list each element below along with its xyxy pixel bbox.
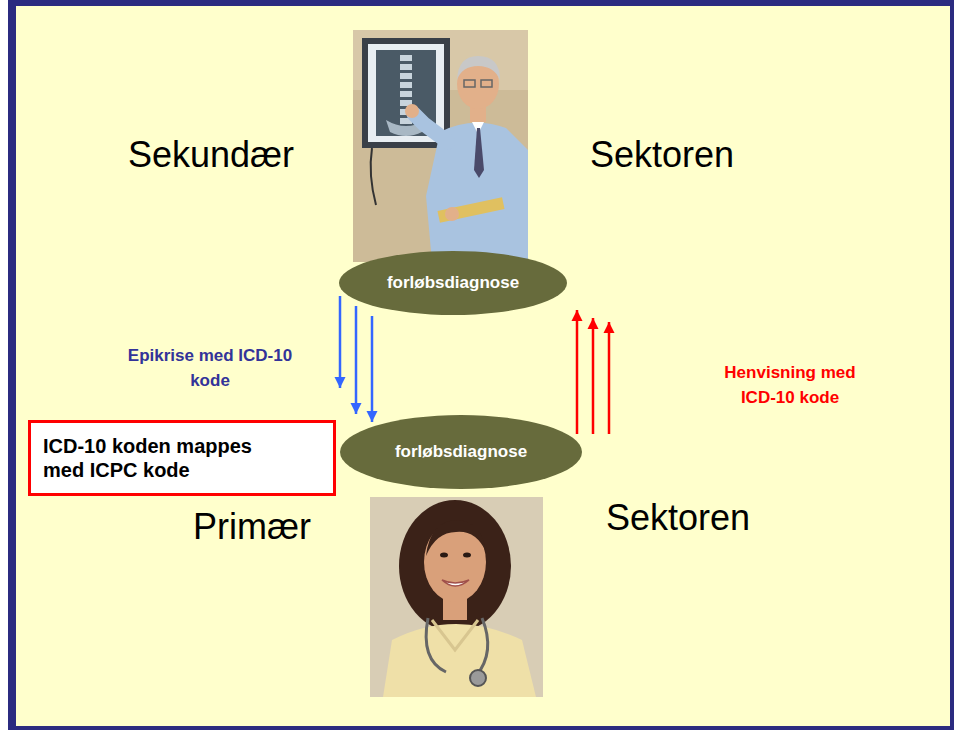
edge-label: Henvisning med ICD-10 kode xyxy=(705,360,875,410)
sector-label: Sektoren xyxy=(590,134,734,175)
doctor-photo xyxy=(353,30,528,262)
flow-arrow xyxy=(371,316,374,422)
node-text: forløbsdiagnose xyxy=(395,442,527,462)
diagnosis-ellipse: forløbsdiagnose xyxy=(339,414,583,490)
flow-arrow xyxy=(339,296,342,388)
slide-ground xyxy=(16,6,950,726)
edge-label: Epikrise med ICD-10 kode xyxy=(125,343,295,393)
node-text: ICD-10 koden mappes med ICPC kode xyxy=(43,434,273,482)
flow-arrow xyxy=(608,322,611,434)
slide-frame xyxy=(8,0,954,730)
sector-label: Primær xyxy=(193,506,311,547)
sector-label: Sekundær xyxy=(128,134,294,175)
nurse-photo xyxy=(370,497,543,697)
ellipse-shape xyxy=(339,251,567,315)
flow-arrow xyxy=(355,306,358,414)
sector-label: Sektoren xyxy=(606,497,750,538)
note-box: ICD-10 koden mappes med ICPC kode xyxy=(28,420,336,496)
ellipse-shape xyxy=(340,415,582,489)
node-text: forløbsdiagnose xyxy=(387,273,519,293)
diagnosis-ellipse: forløbsdiagnose xyxy=(338,250,568,316)
flow-arrow xyxy=(592,318,595,434)
flow-arrow xyxy=(576,310,579,434)
